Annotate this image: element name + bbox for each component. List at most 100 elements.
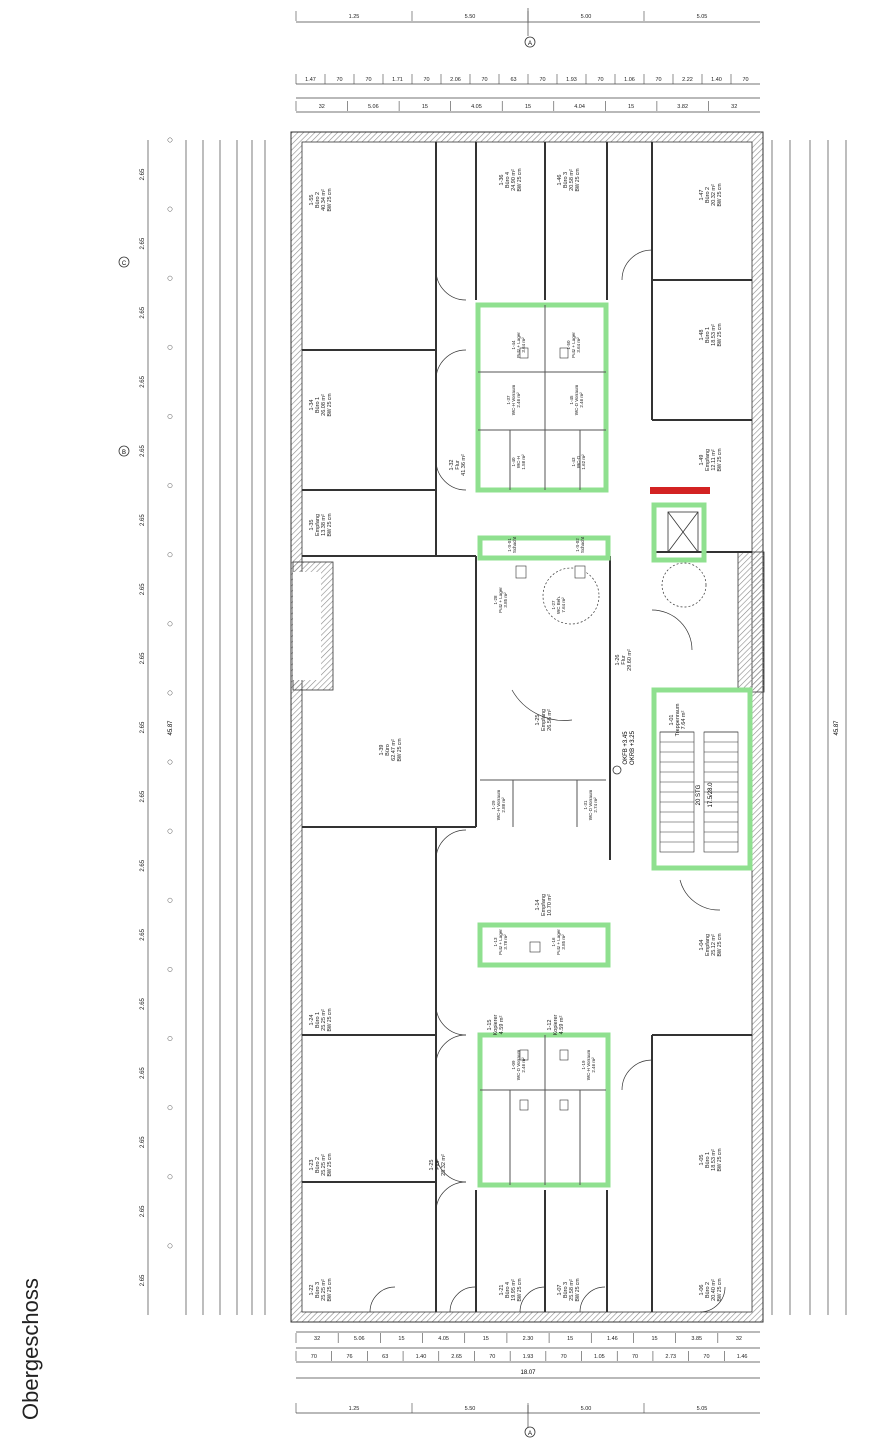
room-name: Büro 3 [315,1282,321,1298]
room-name: Büro 1 [315,1012,321,1028]
dim-label: 32 [314,1336,320,1342]
svg-text:OKFB +3.45: OKFB +3.45 [623,731,629,765]
grid-node [167,206,173,212]
room-number: 1-43 [571,457,576,467]
dim-label: 15 [628,104,634,110]
room-number: 1-36 [499,174,505,185]
svg-text:B: B [122,450,126,456]
room-area: 18.53 m² [711,1149,717,1171]
room-number: 1-26 [615,654,621,665]
axis-marker-a-top: A [524,36,536,48]
dim-label: 1.25 [349,1406,360,1412]
room-number: 1-37 [506,395,511,405]
room-area: 26.08 m² [321,394,327,416]
room-area: 3.64 m² [576,337,581,353]
room-name: Putz + Lager [516,332,521,358]
dim-label: 15 [483,1336,489,1342]
room-number: 1-05 [699,1154,705,1165]
room-number: 1-19 [581,1060,586,1070]
room-name: Putz + Lager [571,332,576,358]
room-name: WC-H Vorraum [586,1050,591,1081]
room-area: 41.36 m² [461,454,467,476]
axis-marker-a-bottom: A [524,1426,536,1438]
room-name: Kopierer [493,1014,499,1035]
dim-label: 1.46 [607,1336,618,1342]
dim-label: 70 [561,1354,567,1360]
grid-node [167,1036,173,1041]
room-number: 1-35 [309,519,315,530]
room-area: 2.74 m² [593,797,598,813]
room-number: 1-24 [309,1014,315,1025]
room-name: Büro 1 [705,327,711,343]
room-area: 7.64 m² [681,711,687,730]
room-number: 1-04 [699,939,705,950]
dim-label: 1.93 [566,77,577,83]
dim-label: 2.22 [682,77,693,83]
left-dimension-lines [147,140,266,1315]
room-name: Büro 4 [505,1282,511,1298]
room-number: 1-46 [557,174,563,185]
grid-spacing-label: 2.65 [140,375,146,387]
room-name: Büro 4 [505,172,511,188]
room-number: 1-40 [511,457,516,467]
room-name: Flur [455,460,461,470]
room-area: 2.46 m² [516,392,521,408]
room-area: 2.46 m² [591,1057,596,1073]
room-name: Büro 2 [705,187,711,203]
grid-node [167,552,173,558]
room-number: 1-14 [535,899,541,910]
room-number: 1-28 [493,595,498,605]
room-name: Putz + Lager [498,587,503,613]
room-number: 1-25 [535,714,541,725]
dim-label: 76 [346,1354,352,1360]
grid-node [167,828,173,834]
wet-rooms [475,302,753,1188]
room-number: 1-16 [551,937,556,947]
room-name: Büro 2 [315,1157,321,1173]
grid-node [167,621,173,627]
room-area: 25.25 m² [321,1009,327,1031]
grid-spacing-label: 2.65 [140,514,146,526]
door-swings [369,249,726,1313]
room-note: BW 25 cm [327,393,333,416]
axis-marker-c: C [118,256,130,268]
room-name: Büro 3 [563,1282,569,1298]
grid-spacing-label: 2.65 [140,652,146,664]
room-name: WC Beh. [556,596,561,614]
elevator-shaft [667,511,699,553]
room-number: 1-31 [583,800,588,810]
room-area: 20.40 m² [711,1279,717,1301]
room-name: Büro 1 [705,1152,711,1168]
grid-node [167,1174,173,1180]
room-number: 1-23 [309,1159,315,1170]
dim-label: 4.04 [574,104,585,110]
room-number: 1-29 [491,800,496,810]
room-area: 19.95 m² [511,1279,517,1301]
grid-spacing-label: 2.65 [140,445,146,457]
level-mark: OKFB +3.45 OKRB +3.25 [612,730,636,775]
grid-spacing-label: 2.65 [140,1136,146,1148]
dim-label: 5.05 [697,1406,708,1412]
room-name: Empfang [705,449,711,471]
grid-spacing-label: 2.65 [140,1067,146,1079]
room-area: 18.53 m² [711,324,717,346]
room-number: 1-55 [309,194,315,205]
room-name: Schacht [512,536,517,553]
room-area: 2.88 m² [501,797,506,813]
axis-label: A [528,41,532,47]
dim-label: 1.25 [349,14,360,20]
room-note: BW 25 cm [327,188,333,211]
grid-node [167,1105,173,1111]
